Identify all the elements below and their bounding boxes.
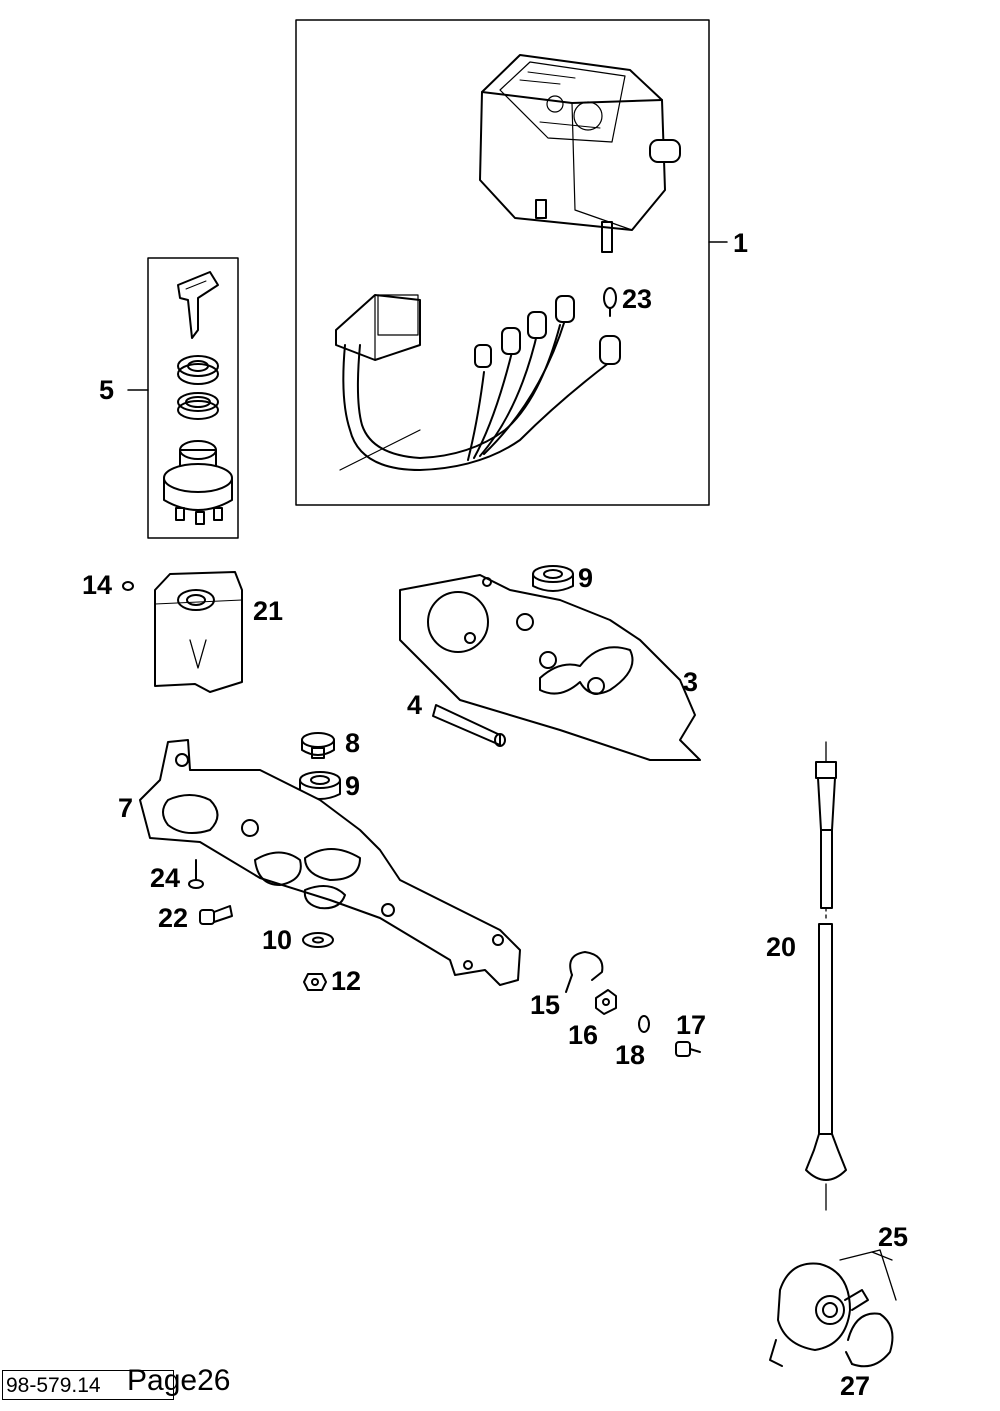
- ignition-key: [177, 271, 219, 339]
- speedometer-housing: [479, 54, 681, 253]
- callout-24: 24: [150, 863, 181, 893]
- speedometer-cable: [805, 741, 847, 1211]
- bushing: [301, 732, 335, 759]
- part-5-group-frame: [147, 257, 239, 539]
- callout-1: 1: [733, 228, 749, 258]
- switch-cover: [154, 571, 243, 693]
- bolt-22: [199, 905, 233, 925]
- callout-3: 3: [683, 667, 699, 697]
- part-25-bracket-right: [879, 1249, 897, 1301]
- hose-piece: [432, 704, 506, 747]
- washer-10: [302, 932, 334, 948]
- callout-20: 20: [766, 932, 797, 962]
- callout-14: 14: [82, 570, 113, 600]
- callout-16: 16: [568, 1020, 599, 1050]
- callout-9-lower: 9: [345, 771, 361, 801]
- callout-12: 12: [331, 966, 362, 996]
- part-25-bracket: [839, 1249, 881, 1261]
- speedometer-drive: [769, 1262, 869, 1367]
- callout-4: 4: [407, 690, 423, 720]
- callout-5: 5: [99, 375, 115, 405]
- lock-spring: [177, 392, 219, 420]
- callout-10: 10: [262, 925, 293, 955]
- gasket-plate: [399, 574, 701, 761]
- callout-27: 27: [840, 1371, 871, 1401]
- ignition-switch: [163, 440, 233, 525]
- callout-21: 21: [253, 596, 284, 626]
- callout-7: 7: [118, 793, 134, 823]
- callout-9-upper: 9: [578, 563, 594, 593]
- nut-16: [595, 989, 617, 1015]
- callout-22: 22: [158, 903, 189, 933]
- callout-17: 17: [676, 1010, 707, 1040]
- callout-25: 25: [878, 1222, 909, 1252]
- screw-17: [675, 1041, 701, 1057]
- washer-18: [638, 1015, 650, 1033]
- cap-plug: [122, 581, 134, 591]
- bulb: [603, 287, 617, 317]
- wiring-harness: [335, 294, 621, 471]
- reference-box: [2, 1370, 174, 1400]
- callout-8: 8: [345, 728, 361, 758]
- hose-clamp: [565, 951, 604, 993]
- grommet-upper: [532, 565, 574, 592]
- lock-ring: [177, 355, 219, 385]
- nut-12: [303, 973, 327, 991]
- part-1-group-frame: [295, 19, 710, 506]
- page-label: Page26: [127, 1364, 231, 1397]
- part-25-leader: [871, 1251, 893, 1261]
- callout-18: 18: [615, 1040, 646, 1070]
- mounting-bracket: [139, 739, 521, 986]
- callout-23: 23: [622, 284, 653, 314]
- circlip: [845, 1312, 894, 1368]
- reference-code: 98-579.14: [6, 1374, 101, 1397]
- callout-15: 15: [530, 990, 561, 1020]
- screw-24: [188, 859, 204, 889]
